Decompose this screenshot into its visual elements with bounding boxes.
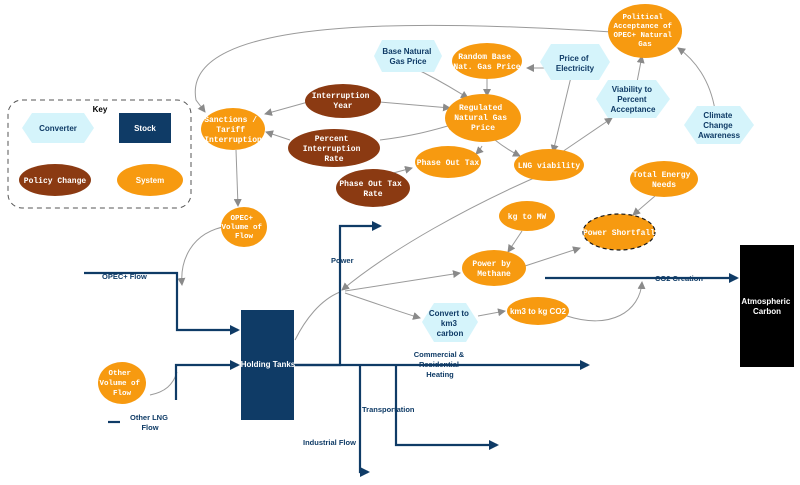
phase-out-tax-rate-label: Phase Out Tax Rate [339, 180, 406, 199]
converter-nodes: Base Natural Gas Price Price of Electric… [374, 40, 754, 342]
link-lng-to-viability [561, 117, 613, 153]
interruption-year-label: Interruption Year [312, 92, 374, 111]
legend-title: Key [93, 105, 108, 114]
link-regulated-to-phaseout [475, 145, 484, 155]
interruption-year-node[interactable] [305, 84, 381, 118]
flow-opec-path [84, 271, 240, 335]
convert-km3-label: Convert to km3 carbon [429, 309, 471, 338]
phase-out-tax-node[interactable] [415, 146, 481, 178]
kg-mw-label: kg to MW [508, 213, 547, 222]
link-opecvol-to-flow [177, 225, 229, 286]
transportation-flow-label: Transportation [362, 405, 415, 414]
link-political-to-sanctions [194, 24, 613, 113]
lng-viability-node[interactable] [514, 149, 584, 181]
sanctions-label: Sanctions / Tariff Interruption [204, 116, 262, 145]
political-acceptance-node[interactable] [608, 4, 682, 58]
flow-transport-path [394, 365, 499, 450]
link-sanctions-to-opecvol [233, 149, 242, 207]
policy-nodes: Interruption Year Percent Interruption R… [288, 84, 410, 207]
link-electricity-to-lng [550, 76, 572, 153]
climate-awareness-label: Climate Change Awareness [698, 111, 741, 140]
base-gas-price-label: Base Natural Gas Price [382, 47, 433, 66]
link-km3kg-to-co2 [566, 281, 646, 322]
phase-out-tax-rate-node[interactable] [336, 169, 410, 207]
viability-acceptance-label: Viability to Percent Acceptance [611, 85, 656, 114]
holding-tanks-node[interactable] [241, 310, 294, 420]
power-methane-node[interactable] [462, 250, 526, 286]
regulated-price-node[interactable] [445, 94, 521, 142]
viability-acceptance-node[interactable] [596, 80, 670, 118]
system-nodes: Political Acceptance of OPEC+ Natural Ga… [98, 4, 698, 404]
link-regulated-to-lng [494, 139, 521, 157]
random-price-label: Random Base Nat. Gas Price [453, 53, 520, 72]
climate-awareness-node[interactable] [684, 106, 754, 144]
industrial-flow-label: Industrial Flow [303, 438, 356, 447]
legend: Key Converter Stock Policy Change System [7, 99, 192, 209]
regulated-price-label: Regulated Natural Gas Price [454, 104, 512, 133]
flow-labels: OPEC+ Flow Other LNG Flow Power Commerci… [102, 256, 703, 447]
link-year-to-sanctions [264, 101, 309, 116]
power-shortfall-label: Power Shortfall [583, 229, 655, 238]
price-electricity-label: Price of Electricity [556, 54, 595, 73]
flow-power-path [294, 221, 382, 367]
phase-out-tax-label: Phase Out Tax [417, 159, 480, 168]
legend-policy-shape [19, 164, 91, 196]
opec-volume-label: OPEC+ Volume of Flow [221, 215, 266, 241]
flow-industrial-path [358, 365, 370, 477]
other-lng-flow-label: Other LNG Flow [130, 413, 170, 432]
km3-kgco2-node[interactable] [507, 297, 569, 325]
link-tanks-to-power [294, 291, 341, 341]
random-price-node[interactable] [452, 43, 522, 79]
legend-policy-label: Policy Change [24, 177, 87, 186]
base-gas-price-node[interactable] [374, 40, 442, 72]
power-shortfall-node[interactable] [582, 213, 656, 251]
percent-interruption-node[interactable] [288, 129, 380, 167]
commercial-flow-label: Commercial & Residential Heating [414, 350, 467, 379]
power-methane-label: Power by Methane [472, 260, 515, 279]
flow-other-path [174, 360, 240, 400]
stock-nodes: Holding Tanks Atmospheric Carbon [241, 245, 794, 420]
link-power-to-convert [344, 292, 421, 320]
legend-stock-label: Stock [134, 124, 156, 133]
legend-stock-shape [119, 113, 171, 143]
link-othervol-to-flow [149, 371, 178, 396]
co2-creation-label: CO2 Creation [655, 274, 703, 283]
total-energy-node[interactable] [630, 161, 698, 197]
link-kgmw-to-methane [507, 230, 523, 253]
percent-interruption-label: Percent Interruption Rate [303, 135, 365, 164]
opec-volume-node[interactable] [221, 207, 267, 247]
political-acceptance-label: Political Acceptance of OPEC+ Natural Ga… [613, 14, 676, 49]
convert-km3-node[interactable] [422, 303, 478, 342]
link-climate-to-political [677, 47, 716, 111]
link-methane-to-shortfall [524, 246, 581, 267]
atmospheric-carbon-label: Atmospheric Carbon [741, 297, 792, 316]
legend-system-label: System [136, 176, 164, 185]
link-viability-to-political [636, 55, 645, 83]
link-rate-to-regulated [379, 121, 456, 141]
link-convert-to-km3kg [477, 308, 506, 317]
holding-tanks-label: Holding Tanks [241, 360, 296, 369]
power-flow-label: Power [331, 256, 354, 265]
km3-kgco2-label: km3 to kg CO2 [510, 307, 567, 316]
sanctions-node[interactable] [201, 108, 265, 150]
legend-frame [7, 99, 192, 209]
atmospheric-carbon-node[interactable] [740, 245, 794, 367]
legend-converter-label: Converter [39, 124, 77, 133]
link-year-to-regulated [379, 101, 451, 112]
material-flows [84, 221, 739, 477]
link-lng-to-power [341, 171, 549, 291]
lng-viability-label: LNG viability [518, 162, 581, 171]
kg-mw-node[interactable] [499, 201, 555, 231]
other-volume-node[interactable] [98, 362, 146, 404]
other-volume-label: Other Volume of Flow [99, 370, 144, 398]
legend-converter-shape [22, 113, 94, 143]
link-energy-to-shortfall [632, 195, 656, 216]
opec-flow-label: OPEC+ Flow [102, 272, 147, 281]
price-electricity-node[interactable] [540, 44, 610, 80]
link-power-to-methane [344, 270, 461, 292]
link-rate-to-sanctions [265, 130, 291, 141]
total-energy-label: Total Energy Needs [633, 171, 695, 190]
legend-system-shape [117, 164, 183, 196]
